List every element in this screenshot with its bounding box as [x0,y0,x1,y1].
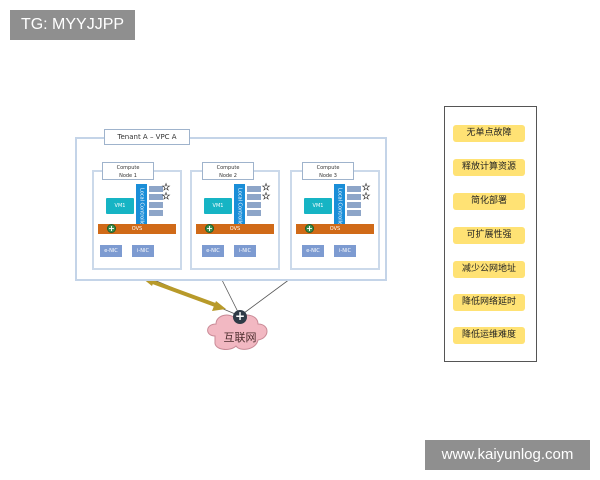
node-3-label: Compute Node 3 [302,162,354,180]
star-icon: ★ [262,183,271,193]
watermark-bottom: www.kaiyunlog.com [425,440,590,470]
node-3-port [347,202,361,208]
node-2-enic: e-NIC [202,245,224,257]
switch-icon: + [107,224,116,233]
feature-item: 可扩展性强 [453,227,525,244]
node-1-vm: VM1 [106,198,134,214]
star-icon: ★ [162,183,171,193]
node-2-ovs: OVS [196,224,274,234]
node-1-label: Compute Node 1 [102,162,154,180]
node-3-enic: e-NIC [302,245,324,257]
node-3-inic: i-NIC [334,245,356,257]
node-3-ovs: OVS [296,224,374,234]
star-icon: ★ [262,192,271,202]
feature-item: 简化部署 [453,193,525,210]
double-arrow [142,276,226,311]
cloud-shape [207,314,268,350]
node-1-ovs: OVS [98,224,176,234]
star-icon: ★ [362,192,371,202]
node-2-port [247,202,261,208]
node-1-port [149,194,163,200]
feature-item: 减少公网地址 [453,261,525,278]
star-icon: ★ [162,192,171,202]
node-3-port [347,210,361,216]
node-2-vm: VM1 [204,198,232,214]
node-3-port [347,194,361,200]
router-icon: + [233,309,247,324]
node-2-port [247,210,261,216]
star-icon: ★ [362,183,371,193]
node-3-controller: Local Controller [334,184,345,228]
tenant-label: Tenant A – VPC A [104,129,190,145]
node-3-port [347,186,361,192]
node-1-port [149,186,163,192]
node-1-port [149,210,163,216]
node-2-inic: i-NIC [234,245,256,257]
internet-label: 互联网 [223,331,257,344]
feature-item: 释放计算资源 [453,159,525,176]
node-2-port [247,194,261,200]
feature-item: 降低网络延时 [453,294,525,311]
node-1-port [149,202,163,208]
feature-item: 无单点故障 [453,125,525,142]
node-1-enic: e-NIC [100,245,122,257]
node-2-label: Compute Node 2 [202,162,254,180]
feature-item: 降低运维难度 [453,327,525,344]
switch-icon: + [305,224,314,233]
node-2-controller: Local Controller [234,184,245,228]
watermark-top: TG: MYYJJPP [10,10,135,40]
node-1-controller: Local Controller [136,184,147,228]
node-1-inic: i-NIC [132,245,154,257]
switch-icon: + [205,224,214,233]
node-3-vm: VM1 [304,198,332,214]
node-2-port [247,186,261,192]
